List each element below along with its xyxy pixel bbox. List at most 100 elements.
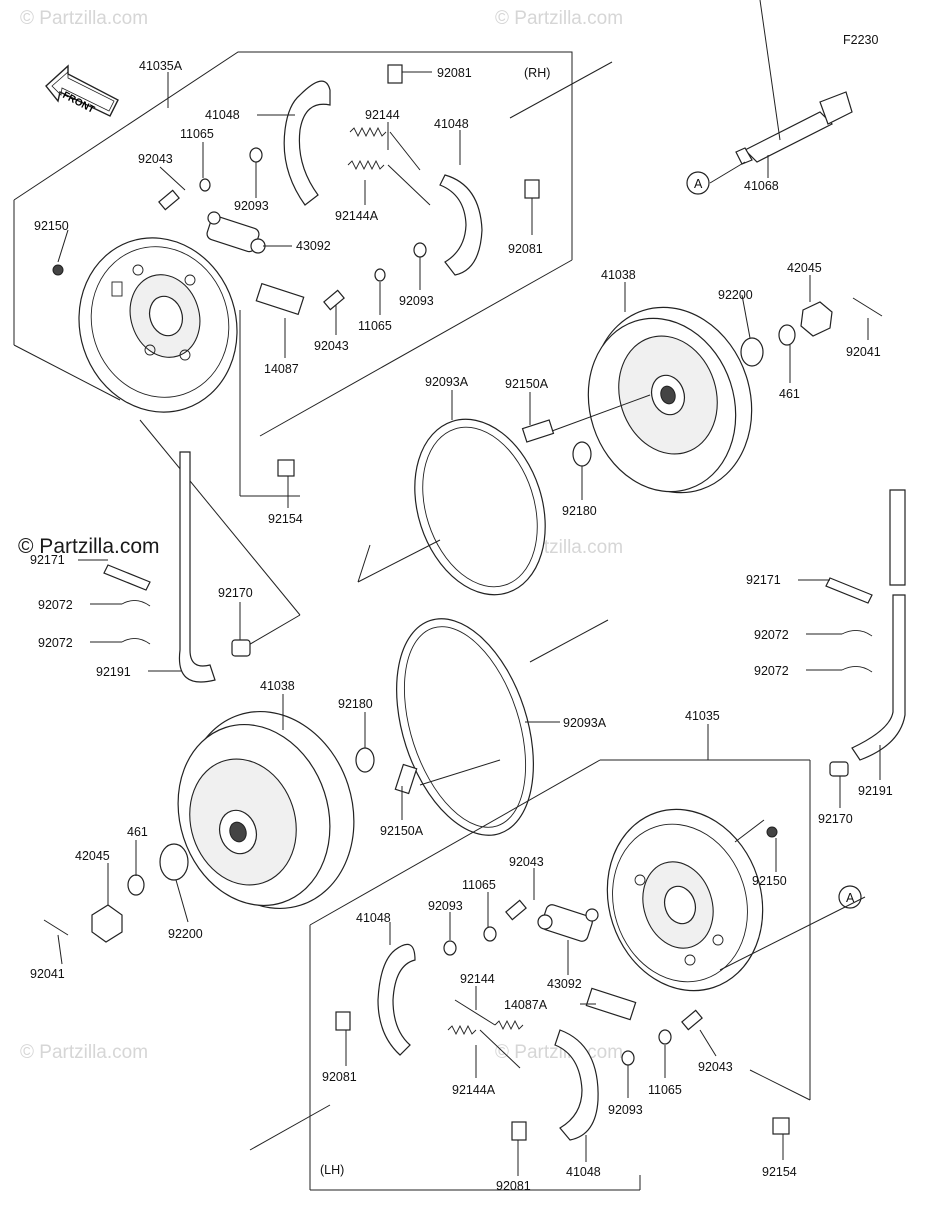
watermark-bottom-left: © Partzilla.com: [20, 1042, 148, 1063]
label-92171-left: 92171: [30, 553, 65, 567]
lh-washer-11065-b: [658, 1029, 672, 1045]
lh-stud-92150A: [394, 763, 418, 795]
lh-spring-92144: [454, 999, 524, 1031]
rh-wheel-cylinder: [206, 211, 266, 254]
rh-bolt-92154: [277, 459, 295, 477]
lh-pin-92043-b: [681, 1009, 703, 1031]
label-92043-lh-b: 92043: [698, 1060, 733, 1074]
label-92180-lh: 92180: [338, 697, 373, 711]
right-clamp-92170: [829, 761, 849, 777]
watermark-top-right: © Partzilla.com: [495, 8, 623, 29]
lh-brake-drum: [177, 710, 355, 910]
right-clamp-92072-a: [841, 630, 873, 637]
label-92043-lh-a: 92043: [509, 855, 544, 869]
lh-clip-92081-a: [335, 1011, 351, 1031]
rh-oring-92180: [572, 441, 592, 467]
label-92072-left-b: 92072: [38, 636, 73, 650]
callout-a-bottom: A: [838, 885, 862, 909]
label-43092-lh: 43092: [547, 977, 582, 991]
rh-seal-92093A: [414, 418, 546, 596]
leader-lines: [57, 71, 881, 1176]
label-41038-lh: 41038: [260, 679, 295, 693]
lh-assembly-frame: [249, 759, 811, 1191]
rh-side-label: (RH): [524, 66, 550, 80]
lh-wheel-cylinder: [537, 904, 599, 942]
label-92072-right-a: 92072: [754, 628, 789, 642]
front-arrow-icon: FRONT: [45, 64, 119, 117]
lh-cotter-pin-92041: [43, 919, 69, 936]
label-11065-rh-b: 11065: [358, 319, 392, 333]
label-92144A-lh: 92144A: [452, 1083, 496, 1097]
right-hose-92191: [851, 594, 906, 761]
rh-stud-92150A: [521, 419, 555, 443]
lh-clip-92081-b: [511, 1121, 527, 1141]
label-42045-rh: 42045: [787, 261, 822, 275]
lh-nut-42045: [91, 904, 123, 943]
label-92043-rh-b: 92043: [314, 339, 349, 353]
label-92081-lh-a: 92081: [322, 1070, 357, 1084]
rh-washer-461: [778, 324, 796, 346]
right-plate-92171: [825, 577, 873, 604]
label-92170-right: 92170: [818, 812, 853, 826]
rh-clip-92081-top: [387, 64, 403, 84]
label-42045-lh: 42045: [75, 849, 110, 863]
label-92093-rh-b: 92093: [399, 294, 434, 308]
label-92093A-top: 92093A: [425, 375, 469, 389]
rh-backing-plate: [78, 237, 238, 413]
label-41048-lh-a: 41048: [356, 911, 391, 925]
left-clamp-92072-b: [121, 638, 151, 645]
right-clamp-92072-b: [841, 666, 873, 673]
rh-washer-92093-b: [413, 242, 427, 258]
watermark-top-left: © Partzilla.com: [20, 8, 148, 29]
label-92170-left: 92170: [218, 586, 253, 600]
label-11065-rh-a: 11065: [180, 127, 214, 141]
left-clamp-92072-a: [121, 600, 151, 607]
lh-seal-leader-right: [529, 619, 609, 663]
right-hose-upper: [889, 489, 906, 586]
lh-bolt-92150: [766, 826, 778, 838]
label-92154-lh: 92154: [762, 1165, 797, 1179]
label-92081-rh-top: 92081: [437, 66, 472, 80]
label-92191-left: 92191: [96, 665, 131, 679]
rh-washer-92093-a: [249, 147, 263, 163]
label-92093-lh-b: 92093: [608, 1103, 643, 1117]
rh-washer-11065-b: [374, 268, 386, 282]
label-41035A: 41035A: [139, 59, 183, 73]
label-92144-lh: 92144: [460, 972, 495, 986]
label-92171-right: 92171: [746, 573, 781, 587]
lh-adjuster-14087A: [585, 987, 637, 1021]
label-92043-rh-a: 92043: [138, 152, 173, 166]
lh-brake-shoe-lower: [554, 1029, 599, 1141]
label-41035: 41035: [685, 709, 720, 723]
label-92144-rh: 92144: [365, 108, 400, 122]
label-92150A-lh: 92150A: [380, 824, 424, 838]
label-92041-lh: 92041: [30, 967, 65, 981]
figure-code: F2230: [843, 33, 878, 47]
label-92093A-lh: 92093A: [563, 716, 607, 730]
label-92093-lh-a: 92093: [428, 899, 463, 913]
label-92150-lh: 92150: [752, 874, 787, 888]
left-hose-92191: [178, 451, 216, 683]
label-11065-lh-a: 11065: [462, 878, 496, 892]
label-92180-rh: 92180: [562, 504, 597, 518]
label-92154-rh: 92154: [268, 512, 303, 526]
label-14087A: 14087A: [504, 998, 548, 1012]
lh-backing-plate: [606, 808, 764, 992]
lh-pin-92043-a: [505, 899, 527, 921]
rh-adjuster-14087: [255, 282, 305, 316]
rh-assembly-frame: [13, 51, 613, 651]
rh-spring-92144A: [347, 159, 431, 206]
label-41068: 41068: [744, 179, 779, 193]
callout-a-top: A: [686, 171, 710, 195]
label-92191-right: 92191: [858, 784, 893, 798]
label-41038-rh: 41038: [601, 268, 636, 282]
label-92200-lh: 92200: [168, 927, 203, 941]
rh-pin-92043-b: [323, 289, 345, 311]
rh-cotter-pin-92041: [852, 297, 883, 317]
lh-seal-92093A: [396, 618, 534, 836]
lh-oring-92180: [355, 747, 375, 773]
rh-seal-leader-left: [357, 539, 441, 583]
left-plate-92171: [103, 564, 151, 591]
